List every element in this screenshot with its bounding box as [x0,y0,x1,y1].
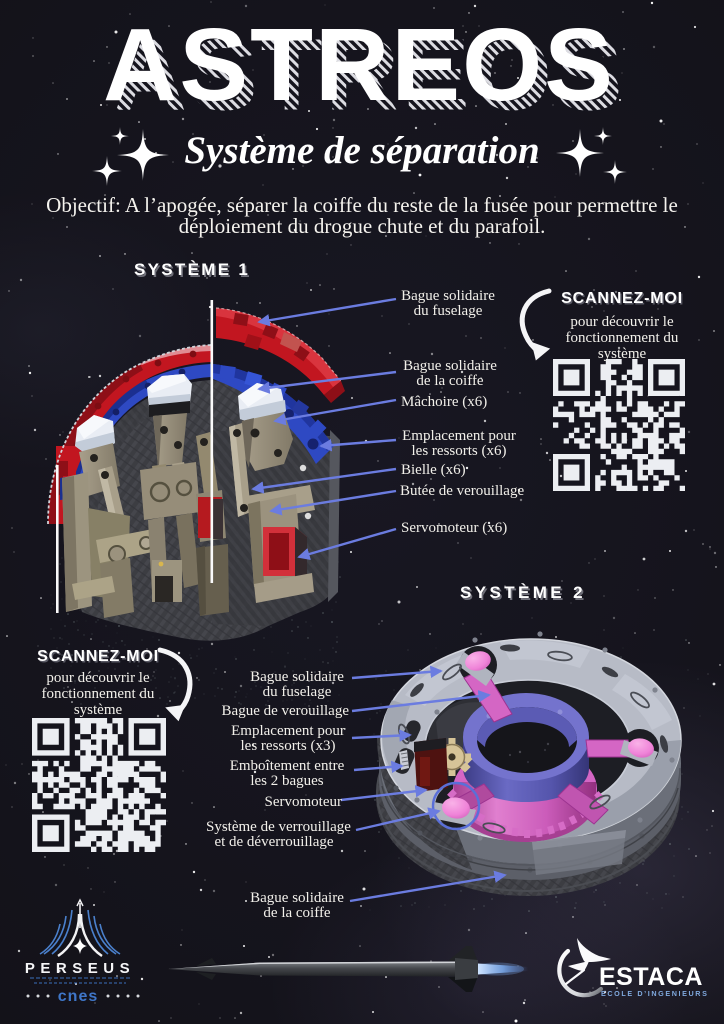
svg-text:Système de séparation: Système de séparation [184,129,539,172]
svg-text:ASTREOS: ASTREOS [113,17,625,132]
svg-text:ECOLE D’INGENIEURS: ECOLE D’INGENIEURS [601,989,708,998]
svg-text:cnes: cnes [58,988,98,1005]
svg-text:PERSEUS: PERSEUS [25,960,135,977]
svg-text:ASTREOS: ASTREOS [103,7,615,122]
svg-text:ESTACA: ESTACA [599,963,703,991]
